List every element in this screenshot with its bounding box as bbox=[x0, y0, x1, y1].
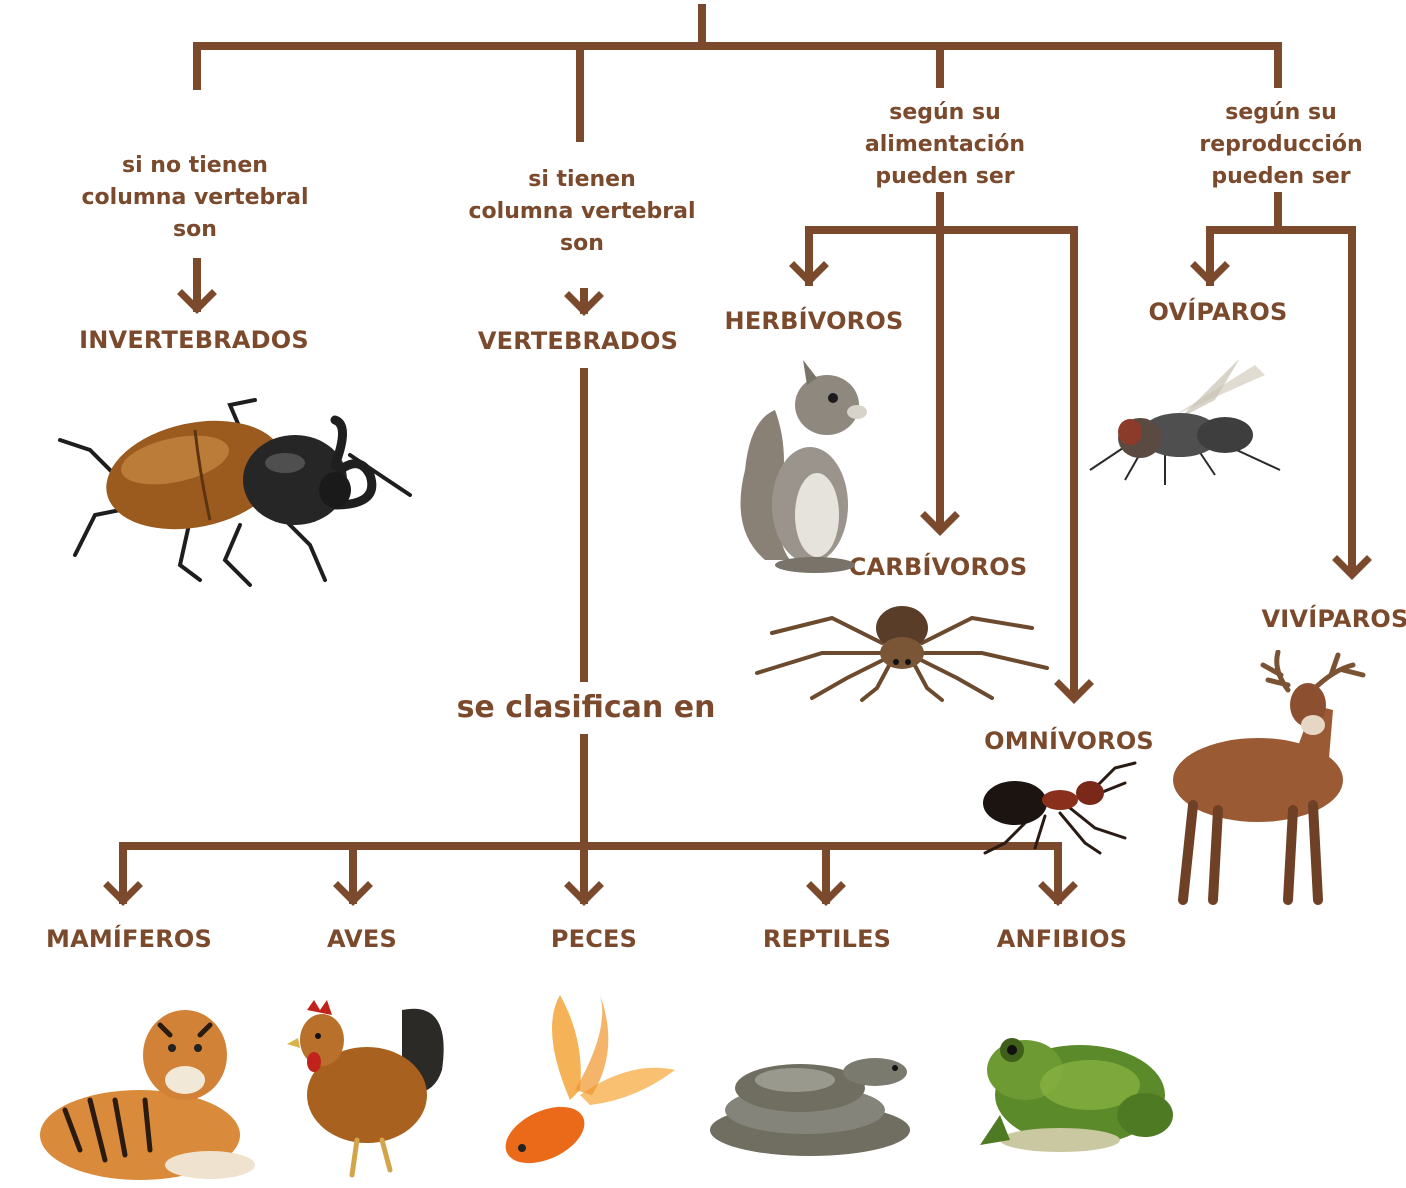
label-herbivores: HERBÍVOROS bbox=[725, 307, 904, 335]
label-invertebrates: INVERTEBRADOS bbox=[79, 326, 309, 354]
label-vertebrates: VERTEBRADOS bbox=[478, 327, 678, 355]
phrase-line: según su bbox=[865, 97, 1025, 129]
label-omnivores: OMNÍVOROS bbox=[984, 727, 1154, 755]
phrase-line: pueden ser bbox=[865, 161, 1025, 193]
label-classify: se clasifican en bbox=[457, 690, 716, 725]
branch-reproduction-text: según su reproducción pueden ser bbox=[1199, 97, 1362, 193]
label-mammals: MAMÍFEROS bbox=[46, 925, 212, 953]
phrase-line: si tienen bbox=[469, 164, 696, 196]
phrase-line: si no tienen bbox=[82, 150, 309, 182]
phrase-line: columna vertebral bbox=[82, 182, 309, 214]
goldfish-image bbox=[500, 990, 680, 1170]
label-carnivores: CARBÍVOROS bbox=[849, 553, 1028, 581]
phrase-line: según su bbox=[1199, 97, 1362, 129]
label-birds: AVES bbox=[327, 925, 397, 953]
branch-diet-text: según su alimentación pueden ser bbox=[865, 97, 1025, 193]
branch-no-spine-text: si no tienen columna vertebral son bbox=[82, 150, 309, 246]
phrase-line: son bbox=[82, 214, 309, 246]
phrase-line: alimentación bbox=[865, 129, 1025, 161]
beetle-image bbox=[50, 395, 415, 590]
phrase-line: pueden ser bbox=[1199, 161, 1362, 193]
phrase-line: son bbox=[469, 228, 696, 260]
label-reptiles: REPTILES bbox=[763, 925, 891, 953]
snake-image bbox=[705, 1030, 915, 1160]
frog-image bbox=[970, 1015, 1180, 1160]
phrase-line: reproducción bbox=[1199, 129, 1362, 161]
label-amphibians: ANFIBIOS bbox=[997, 925, 1128, 953]
label-oviparous: OVÍPAROS bbox=[1149, 298, 1288, 326]
ant-image bbox=[975, 758, 1140, 858]
spider-image bbox=[752, 598, 1052, 703]
fly-image bbox=[1085, 360, 1285, 490]
label-fish: PECES bbox=[551, 925, 637, 953]
label-viviparous: VIVÍPAROS bbox=[1262, 605, 1406, 633]
phrase-line: columna vertebral bbox=[469, 196, 696, 228]
tiger-image bbox=[35, 1000, 260, 1185]
squirrel-image bbox=[735, 360, 875, 575]
rooster-image bbox=[282, 990, 452, 1185]
deer-image bbox=[1163, 650, 1373, 910]
branch-spine-text: si tienen columna vertebral son bbox=[469, 164, 696, 260]
